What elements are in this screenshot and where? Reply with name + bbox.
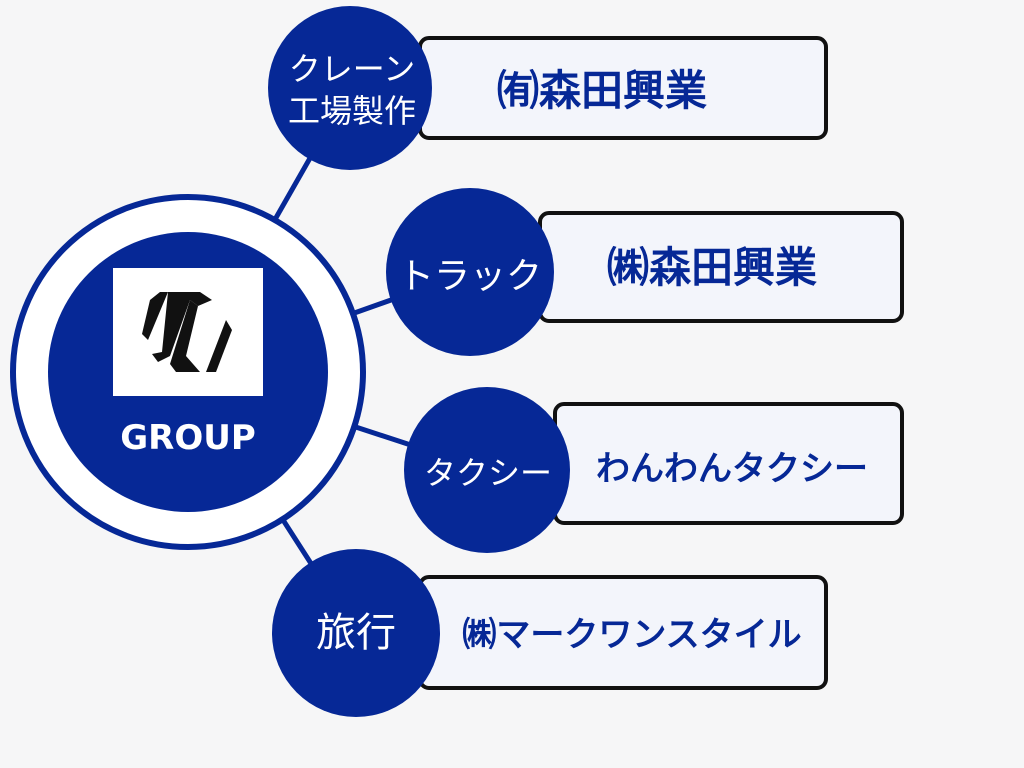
hub-label: GROUP xyxy=(120,418,256,458)
category-circle-truck xyxy=(386,188,554,356)
category-label: 旅行 xyxy=(316,610,396,656)
company-name: ㈲森田興業 xyxy=(497,66,707,115)
category-circle-travel xyxy=(272,549,440,717)
category-label-line: クレーン xyxy=(289,50,415,88)
category-label: タクシー xyxy=(424,454,552,492)
category-label: トラック xyxy=(398,256,542,297)
company-name: わんわんタクシー xyxy=(596,449,868,489)
category-label-line: 工場製作 xyxy=(288,92,416,130)
m-logo-icon xyxy=(142,292,232,372)
company-name: ㈱森田興業 xyxy=(607,243,817,292)
category-circle-taxi xyxy=(404,387,570,553)
company-name: ㈱マークワンスタイル xyxy=(462,615,801,655)
category-circle-crane xyxy=(268,6,432,170)
